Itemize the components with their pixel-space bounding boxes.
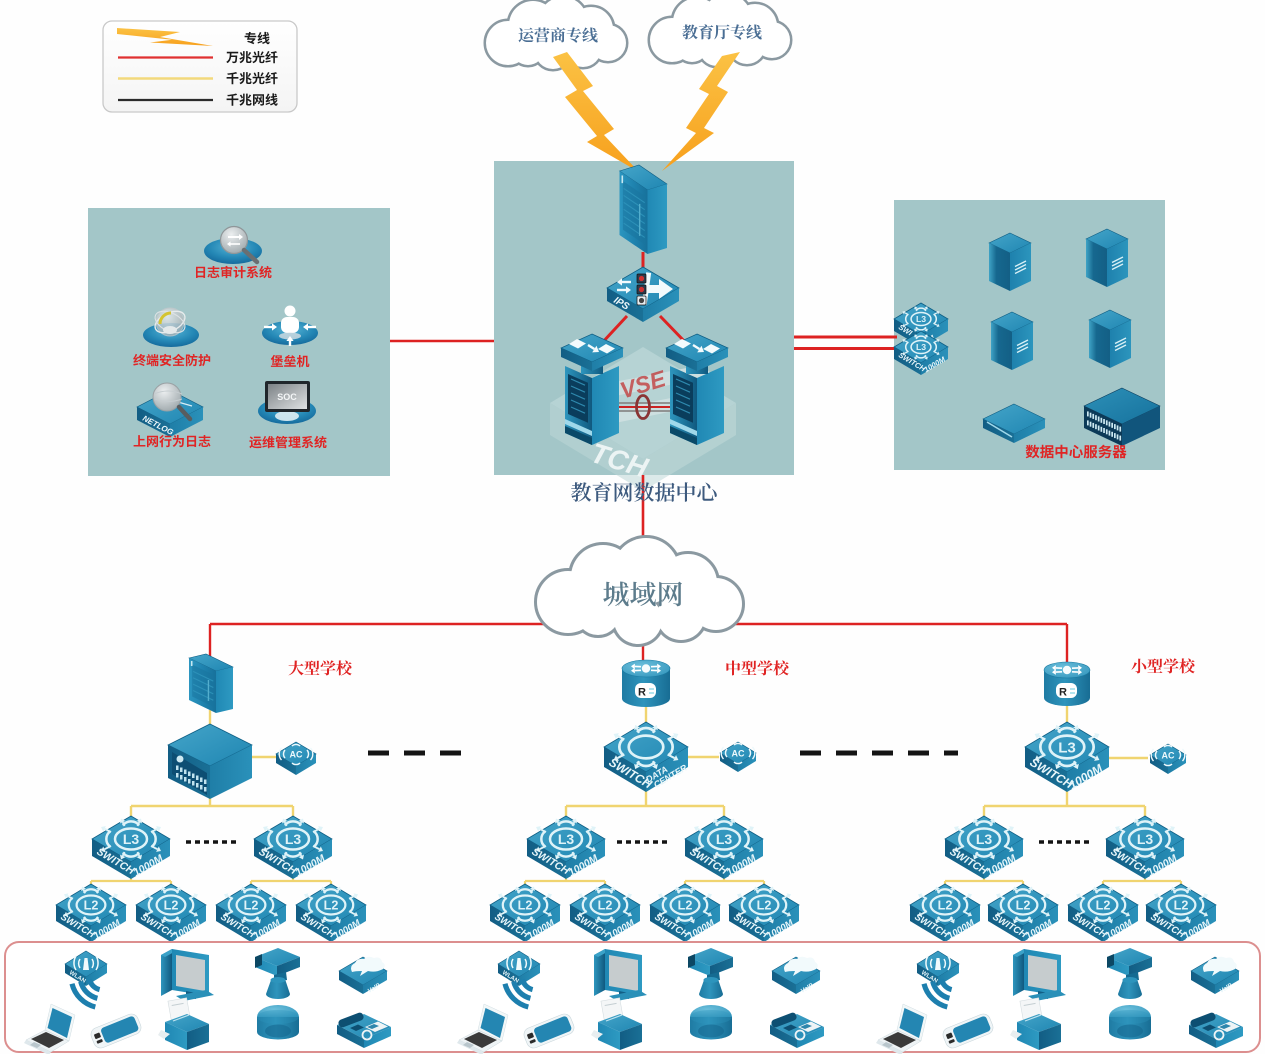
svg-text:R: R [638, 687, 646, 699]
svg-text:AC: AC [732, 749, 745, 759]
svg-text:R: R [1059, 687, 1067, 699]
svg-text:L2: L2 [1016, 899, 1031, 913]
svg-text:L2: L2 [678, 899, 693, 913]
svg-text:L3: L3 [558, 831, 575, 847]
svg-text:L2: L2 [84, 899, 99, 913]
svg-text:L3: L3 [976, 831, 993, 847]
svg-text:L2: L2 [757, 899, 772, 913]
svg-text:L2: L2 [518, 899, 533, 913]
svg-text:L3: L3 [285, 831, 302, 847]
svg-text:L2: L2 [1174, 899, 1189, 913]
svg-text:L3: L3 [916, 314, 926, 324]
svg-text:L2: L2 [324, 899, 339, 913]
svg-text:L3: L3 [123, 831, 140, 847]
svg-text:L3: L3 [1137, 831, 1154, 847]
svg-text:L2: L2 [938, 899, 953, 913]
svg-text:L2: L2 [164, 899, 179, 913]
svg-text:L3: L3 [916, 342, 926, 352]
svg-text:L3: L3 [1058, 739, 1076, 756]
svg-text:L3: L3 [716, 831, 733, 847]
svg-text:AC: AC [290, 750, 303, 760]
svg-text:AC: AC [1162, 751, 1175, 761]
svg-text:L2: L2 [1096, 899, 1111, 913]
svg-text:L2: L2 [598, 899, 613, 913]
svg-text:L2: L2 [244, 899, 259, 913]
svg-text:SOC: SOC [277, 392, 297, 402]
